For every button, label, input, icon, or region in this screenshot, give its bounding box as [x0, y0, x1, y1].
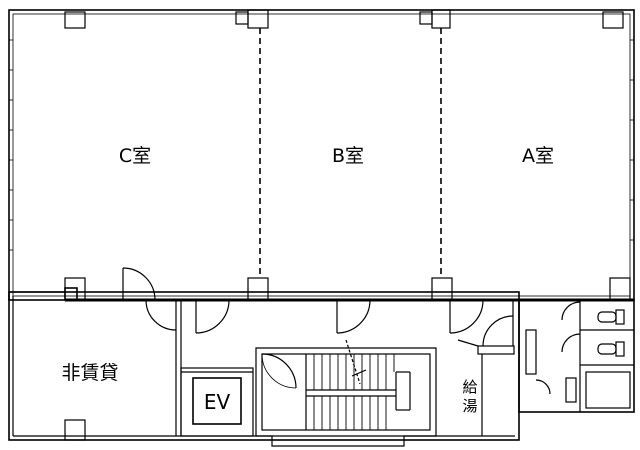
elevator-label: EV — [204, 390, 231, 414]
room-a-label: A室 — [522, 145, 554, 167]
room-c-label: C室 — [119, 145, 151, 167]
window-mullions — [9, 39, 634, 251]
kitchenette — [457, 300, 515, 436]
room-dividers — [259, 28, 442, 278]
restrooms — [518, 299, 635, 413]
kitchenette-label-2: 湯 — [462, 397, 477, 415]
non-leasable-label: 非賃貸 — [61, 362, 118, 384]
room-doors — [122, 267, 484, 334]
columns-top — [64, 9, 624, 29]
room-b-label: B室 — [332, 145, 364, 167]
elevator-shaft — [180, 367, 254, 437]
kitchenette-label-1: 給 — [462, 378, 477, 396]
stair-treads — [313, 354, 395, 430]
columns-bottom — [64, 277, 631, 301]
